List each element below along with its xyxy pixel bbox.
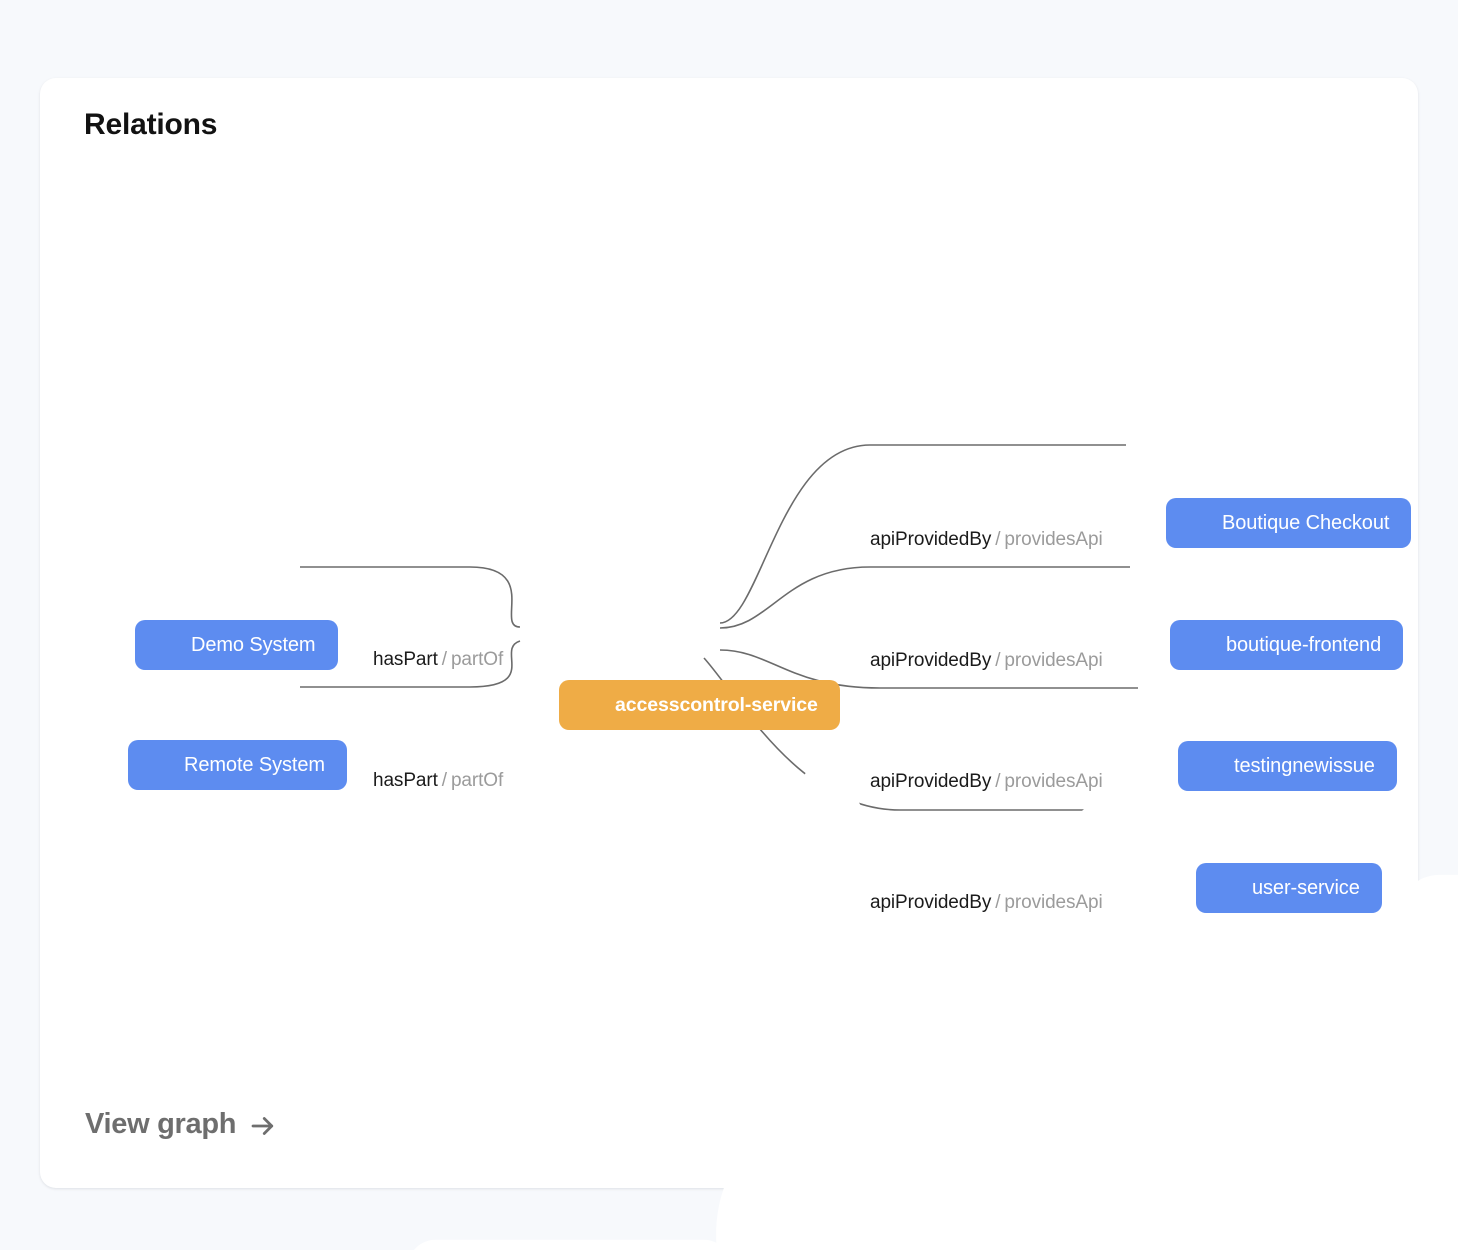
edge-label-separator: / bbox=[441, 770, 447, 791]
graph-node-boutique-checkout[interactable]: Boutique Checkout bbox=[1166, 498, 1458, 1232]
arrow-right-icon bbox=[248, 1111, 278, 1141]
graph-node-demo-system[interactable]: Demo System bbox=[135, 620, 1153, 1250]
edge-path-testingnewissue bbox=[719, 649, 1138, 689]
edge-label-forward: apiProvidedBy bbox=[870, 892, 992, 913]
graph-node-label: user-service bbox=[1252, 876, 1360, 899]
edge-label-user-service: apiProvidedBy/providesApi bbox=[870, 892, 1103, 914]
edge-label-boutique-frontend: apiProvidedBy/providesApi bbox=[870, 650, 1103, 672]
edge-label-reverse: providesApi bbox=[1004, 771, 1103, 792]
edge-label-separator: / bbox=[995, 650, 1001, 671]
microchip-icon bbox=[1214, 877, 1458, 1250]
edge-label-separator: / bbox=[995, 771, 1001, 792]
edge-label-reverse: partOf bbox=[450, 770, 504, 791]
graph-node-label: Remote System bbox=[184, 753, 325, 776]
edge-label-forward: apiProvidedBy bbox=[870, 650, 992, 671]
graph-node-label: testingnewissue bbox=[1234, 754, 1375, 777]
puzzle-piece-icon bbox=[577, 694, 1458, 1250]
graph-node-boutique-frontend[interactable]: boutique-frontend bbox=[1170, 620, 1458, 1215]
edge-path-demo-system bbox=[300, 566, 521, 628]
edge-path-boutique-frontend bbox=[719, 566, 1130, 629]
edge-path-boutique-checkout bbox=[719, 444, 1126, 624]
edge-label-separator: / bbox=[995, 529, 1001, 550]
microchip-icon bbox=[1188, 634, 1458, 1215]
page-title: Relations bbox=[84, 108, 218, 141]
edge-label-testingnewissue: apiProvidedBy/providesApi bbox=[870, 771, 1103, 793]
relations-graph[interactable]: Demo System Remote System bbox=[40, 78, 1458, 1250]
graph-edges-layer bbox=[300, 444, 1156, 811]
edge-path-remote-system bbox=[300, 640, 521, 688]
edge-label-forward: apiProvidedBy bbox=[870, 529, 992, 550]
relations-card: Relations bbox=[40, 78, 1458, 1250]
edge-path-user-service bbox=[703, 657, 1156, 811]
shapes-category-icon bbox=[146, 754, 984, 1157]
shapes-category-icon bbox=[153, 634, 1153, 1250]
edge-label-reverse: providesApi bbox=[1004, 529, 1103, 550]
edge-label-reverse: partOf bbox=[450, 649, 504, 670]
edge-label-demo-system: hasPart/partOf bbox=[373, 649, 503, 671]
edge-label-reverse: providesApi bbox=[1004, 892, 1103, 913]
microchip-icon bbox=[1196, 755, 1458, 1197]
graph-node-label: accesscontrol-service bbox=[615, 693, 818, 716]
graph-node-label: Boutique Checkout bbox=[1222, 511, 1390, 534]
edge-label-remote-system: hasPart/partOf bbox=[373, 770, 503, 792]
edge-label-forward: apiProvidedBy bbox=[870, 771, 992, 792]
edge-label-forward: hasPart bbox=[373, 649, 438, 670]
microchip-icon bbox=[1184, 512, 1458, 1232]
edge-label-reverse: providesApi bbox=[1004, 650, 1103, 671]
graph-node-accesscontrol-service[interactable]: accesscontrol-service bbox=[559, 680, 1458, 1250]
edge-label-separator: / bbox=[441, 649, 447, 670]
graph-node-label: boutique-frontend bbox=[1226, 633, 1382, 656]
graph-node-testingnewissue[interactable]: testingnewissue bbox=[1178, 741, 1458, 1197]
edge-label-forward: hasPart bbox=[373, 770, 438, 791]
graph-node-remote-system[interactable]: Remote System bbox=[128, 740, 984, 1157]
view-graph-label: View graph bbox=[85, 1108, 237, 1140]
graph-node-label: Demo System bbox=[191, 633, 316, 656]
edge-label-boutique-checkout: apiProvidedBy/providesApi bbox=[870, 529, 1103, 551]
edge-label-separator: / bbox=[995, 892, 1001, 913]
graph-node-user-service[interactable]: user-service bbox=[1196, 863, 1458, 1250]
view-graph-link[interactable]: View graph bbox=[85, 1108, 278, 1141]
